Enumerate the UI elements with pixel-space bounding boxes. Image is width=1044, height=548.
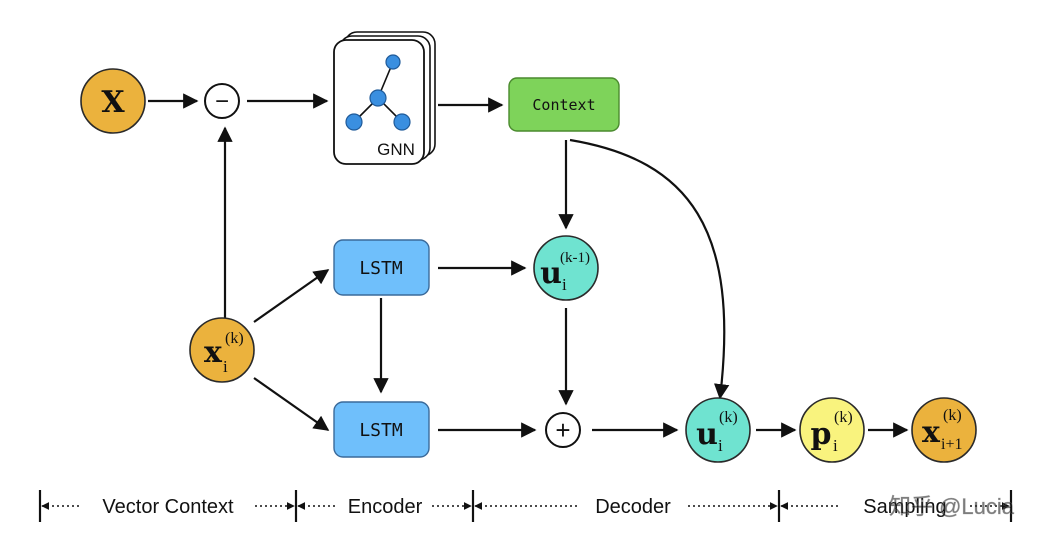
node-lstm-bottom: LSTM — [333, 401, 430, 458]
u-i-km1-sup: (k-1) — [560, 250, 590, 266]
x-i-k-base: x — [204, 335, 223, 370]
gnn-label: GNN — [377, 140, 415, 159]
node-gnn: GNN — [333, 31, 436, 165]
p-i-k-circle — [799, 397, 865, 463]
node-plus-op: + — [545, 412, 581, 448]
x-input-circle — [80, 68, 146, 134]
u-i-k-base: u — [696, 417, 718, 452]
plus-op-symbol: + — [555, 415, 570, 445]
node-u-i-km1: u i (k-1) — [533, 235, 599, 301]
lstm-bottom-label: LSTM — [359, 420, 403, 441]
node-x-i-k: x i (k) — [189, 317, 255, 383]
p-i-k-sup: (k) — [834, 409, 853, 426]
plus-op-circle — [545, 412, 581, 448]
stage-vector-context-label: Vector Context — [102, 496, 234, 518]
node-lstm-top: LSTM — [333, 239, 430, 296]
minus-op-symbol: − — [215, 88, 229, 115]
x-ip1-k-sup: (k) — [943, 407, 962, 424]
stage-ruler: Vector Context Encoder Decoder Sampling — [38, 490, 1013, 522]
gnn-graph-icon — [345, 54, 411, 131]
edge-context-to-u-k — [569, 138, 730, 400]
stage-decoder-label: Decoder — [595, 496, 671, 518]
edge-xik-to-lstm-top — [253, 269, 330, 323]
stage-encoder-label: Encoder — [348, 496, 423, 518]
x-i-k-sup: (k) — [225, 330, 244, 347]
context-label: Context — [532, 96, 595, 114]
x-ip1-k-circle — [911, 397, 977, 463]
edge-xik-to-lstm-bottom — [253, 377, 330, 431]
x-ip1-k-sub: i+1 — [941, 436, 962, 453]
x-i-k-circle — [189, 317, 255, 383]
node-context: Context — [508, 77, 620, 132]
u-i-km1-sub: i — [562, 275, 567, 294]
stage-sampling-label: Sampling — [863, 496, 946, 518]
node-x-ip1-k: x i+1 (k) — [911, 397, 977, 463]
lstm-top-label: LSTM — [359, 258, 403, 279]
node-u-i-k: u i (k) — [685, 397, 751, 463]
u-i-k-circle — [685, 397, 751, 463]
node-x-input: X — [80, 68, 146, 134]
context-box — [508, 77, 620, 132]
x-ip1-k-base: x — [922, 415, 941, 450]
watermark-text: 知乎 @Lucia — [889, 494, 1015, 519]
u-i-km1-circle — [533, 235, 599, 301]
u-i-k-sup: (k) — [719, 409, 738, 426]
lstm-bottom-box — [333, 401, 430, 458]
u-i-k-sub: i — [718, 436, 723, 455]
lstm-top-box — [333, 239, 430, 296]
node-minus-op: − — [204, 83, 240, 119]
minus-op-circle — [204, 83, 240, 119]
u-i-km1-base: u — [540, 256, 562, 291]
p-i-k-sub: i — [833, 436, 838, 455]
x-input-label: X — [101, 85, 125, 120]
edges — [148, 93, 909, 438]
p-i-k-base: p — [811, 417, 832, 452]
x-i-k-sub: i — [223, 357, 228, 376]
node-p-i-k: p i (k) — [799, 397, 865, 463]
